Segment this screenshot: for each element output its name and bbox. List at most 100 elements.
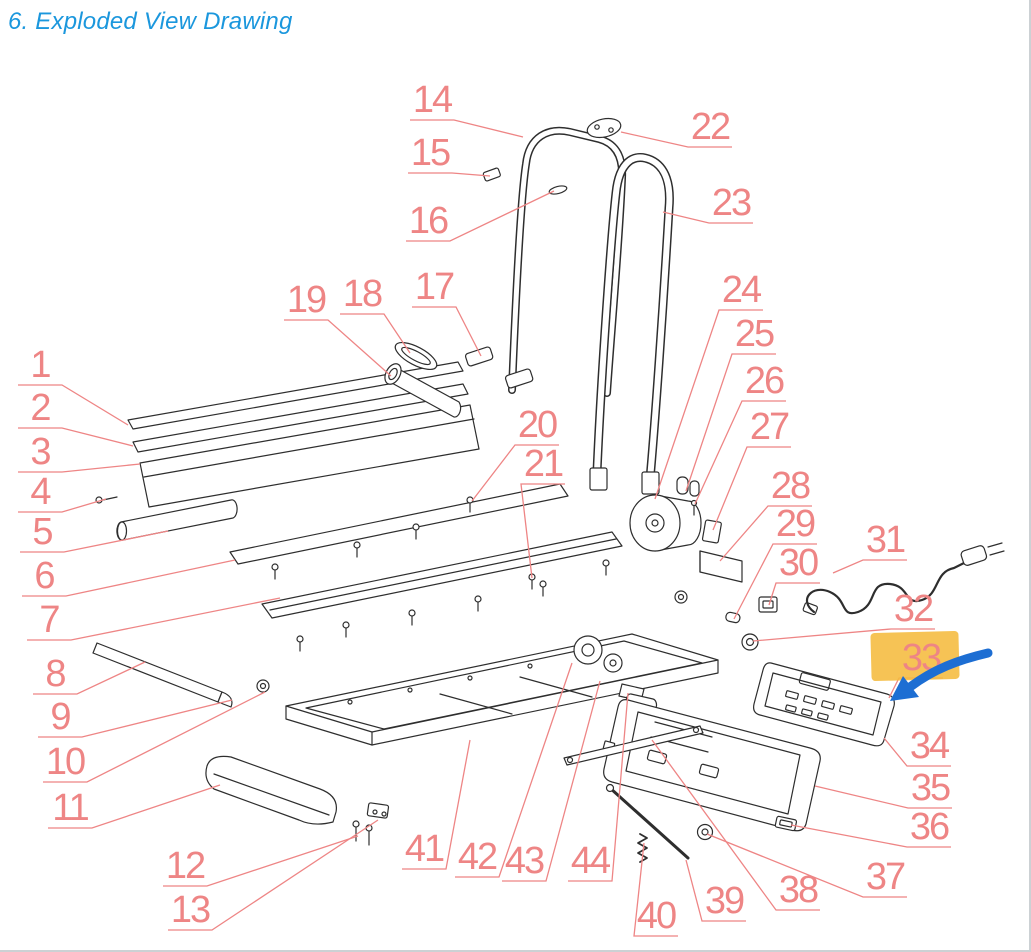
leader-line-37: [706, 833, 907, 898]
deck-slats: [127, 361, 469, 453]
arrow-head: [890, 676, 919, 701]
leader-line-27: [712, 446, 791, 531]
console-panel: [753, 662, 895, 747]
part-callout-16: 16: [408, 200, 449, 242]
leader-line-11: [48, 784, 221, 829]
part-callout-15: 15: [410, 132, 451, 174]
part-callout-17: 17: [414, 266, 455, 308]
leader-line-40: [633, 842, 678, 937]
motor: [629, 494, 702, 552]
part-callout-29: 29: [775, 503, 816, 545]
part-callout-25: 25: [734, 313, 775, 355]
leader-line-14: [410, 119, 524, 138]
part-callout-9: 9: [50, 696, 71, 738]
part-callout-22: 22: [690, 106, 731, 148]
side-rail-strip: [92, 642, 270, 708]
leader-line-17: [412, 306, 482, 357]
leader-line-3: [18, 463, 141, 473]
leader-line-23: [662, 211, 753, 224]
part-callout-34: 34: [909, 725, 950, 767]
rail-clamps: [482, 167, 568, 195]
part-callout-6: 6: [34, 555, 55, 597]
leader-line-1: [18, 384, 129, 426]
leader-line-5: [20, 530, 169, 553]
leader-line-43: [502, 680, 601, 882]
leader-line-8: [33, 661, 146, 695]
leader-line-28: [719, 505, 812, 562]
part-callout-13: 13: [170, 889, 211, 931]
part-callout-5: 5: [32, 511, 53, 553]
leader-line-44: [568, 692, 629, 882]
part-callout-19: 19: [286, 279, 327, 321]
part-callout-38: 38: [778, 869, 819, 911]
leader-line-19: [284, 319, 392, 377]
leader-line-26: [694, 400, 786, 505]
part-callout-41: 41: [404, 828, 445, 870]
part-callout-31: 31: [865, 519, 906, 561]
leader-line-6: [22, 559, 236, 597]
part-callout-8: 8: [45, 653, 66, 695]
arrow-shaft: [905, 648, 993, 692]
part-callout-7: 7: [39, 599, 60, 641]
console-mount: [586, 117, 622, 139]
leader-line-41: [402, 739, 471, 870]
leader-line-15: [408, 172, 491, 177]
leader-line-30: [768, 582, 820, 606]
upright-frame: [589, 153, 674, 495]
part-callout-24: 24: [721, 269, 762, 311]
part-callout-1: 1: [30, 344, 51, 386]
part-callout-26: 26: [744, 360, 785, 402]
part-callout-30: 30: [778, 542, 819, 584]
leader-line-31: [832, 559, 907, 574]
leader-line-42: [455, 662, 573, 878]
part-callout-4: 4: [30, 471, 51, 513]
leader-line-9: [38, 699, 233, 738]
leader-line-39: [685, 859, 746, 922]
part-callout-21: 21: [523, 443, 564, 485]
leader-line-18: [340, 313, 411, 354]
part-callout-20: 20: [517, 404, 558, 446]
leader-line-29: [733, 543, 817, 620]
foot-pedals: [464, 346, 534, 389]
handrail-tube: [508, 126, 627, 397]
support-bars: [563, 725, 714, 863]
part-callout-3: 3: [30, 431, 51, 473]
leader-line-35: [814, 785, 952, 809]
part-callout-44: 44: [570, 840, 611, 882]
running-belt: [139, 404, 480, 508]
part-callout-27: 27: [749, 406, 790, 448]
leader-line-38: [651, 739, 820, 911]
electronics: [674, 476, 778, 651]
leader-line-12: [163, 835, 359, 887]
part-callout-18: 18: [342, 273, 383, 315]
part-callout-36: 36: [909, 806, 950, 848]
deck-boards: [229, 483, 623, 619]
part-callout-12: 12: [165, 845, 206, 887]
leader-line-20: [471, 444, 559, 502]
leader-line-32: [752, 628, 935, 642]
leader-line-24: [654, 309, 763, 500]
fasteners-bottom-left: [352, 802, 390, 846]
leader-line-21: [520, 483, 565, 579]
part-callout-28: 28: [770, 465, 811, 507]
leader-line-4: [18, 498, 107, 513]
part-callout-23: 23: [711, 182, 752, 224]
part-callout-37: 37: [865, 856, 906, 898]
leader-line-25: [685, 353, 776, 492]
drive-belt-and-roller: [384, 341, 462, 418]
part-callout-32: 32: [893, 588, 934, 630]
part-callout-43: 43: [504, 840, 545, 882]
front-bumper: [205, 755, 338, 825]
leader-line-2: [18, 427, 134, 447]
part-callout-10: 10: [45, 741, 86, 783]
leader-line-7: [27, 597, 281, 641]
leader-line-10: [43, 691, 266, 783]
leader-line-36: [790, 824, 951, 848]
part-callout-40: 40: [636, 895, 677, 937]
part-callout-11: 11: [52, 787, 89, 829]
page-title: 6. Exploded View Drawing: [8, 8, 293, 35]
deck-screws: [271, 496, 610, 652]
power-cord: [802, 542, 1005, 616]
